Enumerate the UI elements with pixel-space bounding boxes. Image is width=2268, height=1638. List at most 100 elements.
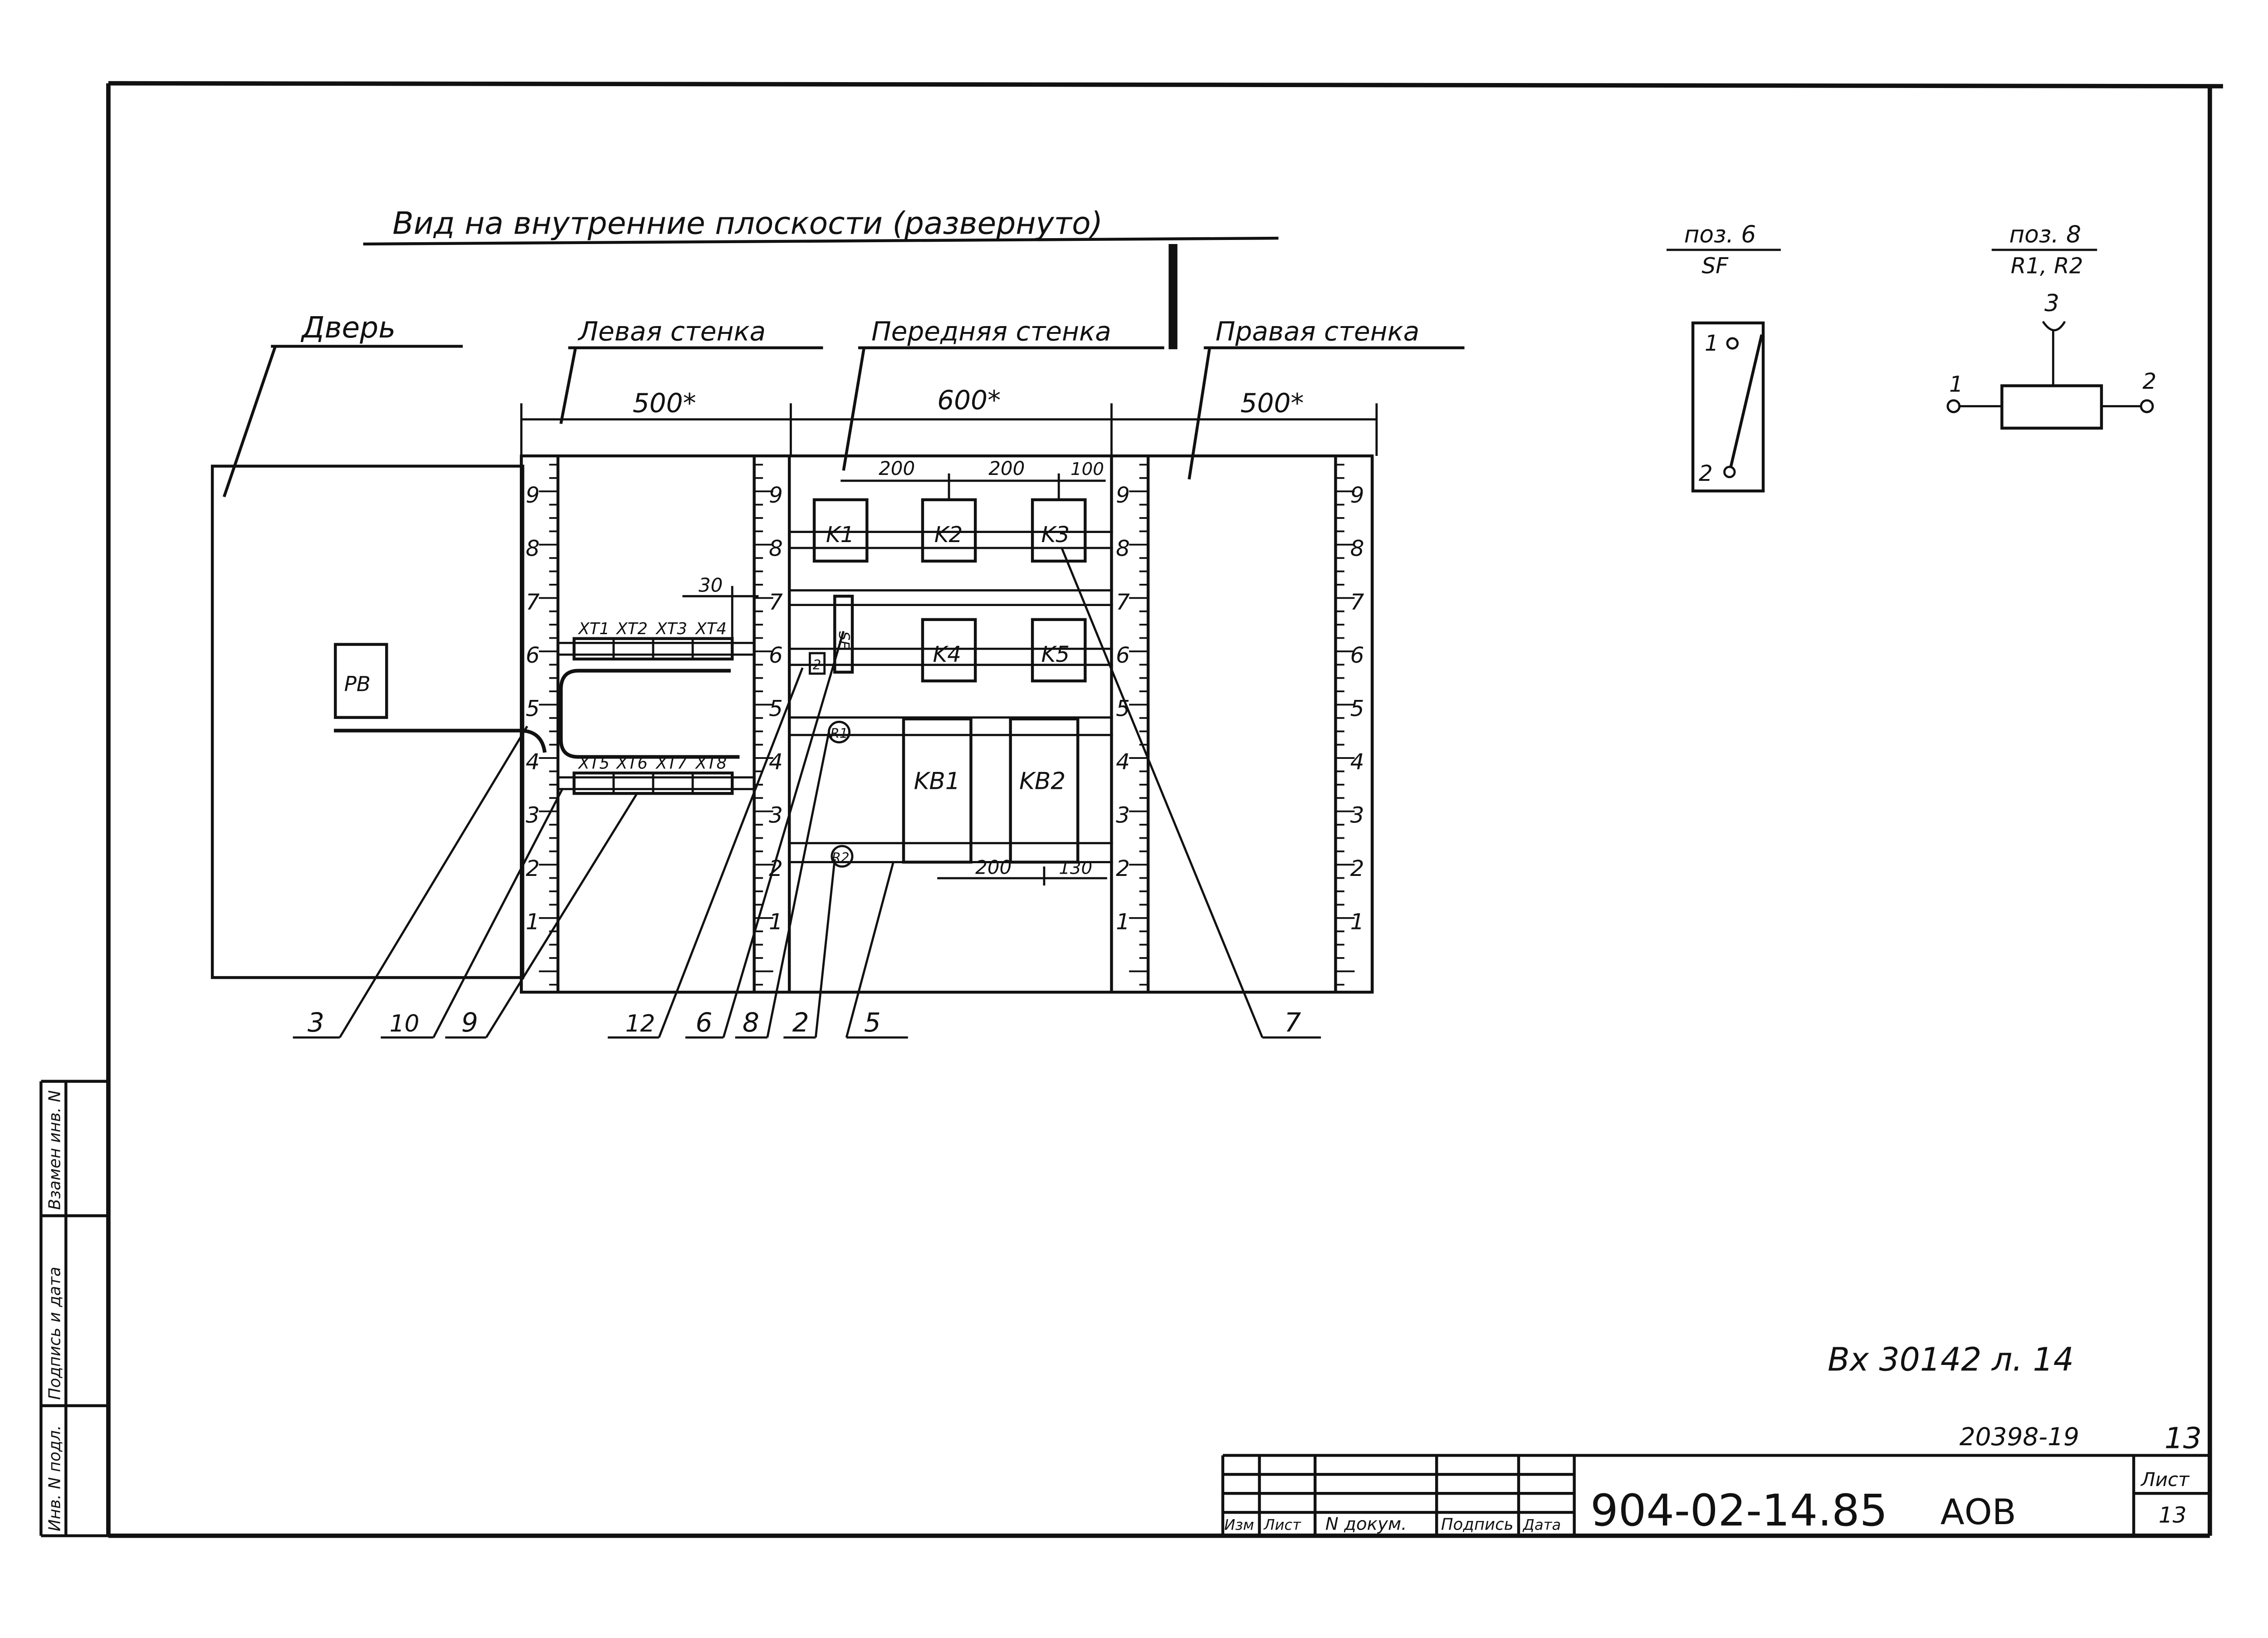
scale-mark-label: 6 bbox=[1350, 643, 1364, 668]
scale-mark-label: 1 bbox=[1116, 909, 1130, 935]
callout-6: 6 bbox=[696, 1007, 713, 1038]
legend-r-pin3: 3 bbox=[2044, 290, 2059, 317]
scale-mark-label: 3 bbox=[1350, 803, 1364, 828]
scale-mark-label: 3 bbox=[526, 803, 540, 828]
legend-r-pos: поз. 8 bbox=[2009, 221, 2081, 249]
relay-k5: K5 bbox=[1031, 618, 1087, 683]
wire-loop bbox=[559, 669, 740, 759]
xt3-label: XT3 bbox=[655, 620, 687, 638]
scale-mark-label: 1 bbox=[769, 909, 783, 935]
legend-r: поз. 8 R1, R2 3 1 2 bbox=[1946, 221, 2156, 430]
scale-mark-label: 6 bbox=[1116, 643, 1130, 668]
tb-col-list: Лист bbox=[1263, 1516, 1301, 1534]
callout-3: 3 bbox=[308, 1007, 324, 1038]
title-block: Изм Лист N докум. Подпись Дата 904-02-14… bbox=[1221, 1454, 2210, 1536]
tb-sheet-num: 13 bbox=[2159, 1503, 2187, 1528]
scale-mark-label: 1 bbox=[526, 909, 540, 935]
scale-mark-label: 9 bbox=[769, 483, 783, 508]
door-label: Дверь bbox=[300, 311, 396, 345]
section-labels: Дверь Левая стенка Передняя стенка Права… bbox=[222, 311, 1465, 498]
callout-12: 12 bbox=[626, 1010, 655, 1037]
xt-offset-dim: 30 bbox=[682, 574, 759, 637]
scale-mark-label: 1 bbox=[1350, 909, 1364, 935]
legend-r-pin1: 1 bbox=[1949, 372, 1963, 397]
scale-mark-label: 8 bbox=[1350, 536, 1364, 562]
xt4-label: XT4 bbox=[695, 620, 727, 638]
dim-xt-offset: 30 bbox=[699, 574, 723, 597]
tb-col-data: Дата bbox=[1522, 1516, 1561, 1534]
scale-mark-label: 8 bbox=[1116, 536, 1130, 562]
legend-sf-pin2: 2 bbox=[1699, 461, 1713, 486]
scale-mark-label: 7 bbox=[769, 589, 783, 615]
callout-2: 2 bbox=[792, 1007, 809, 1038]
tb-col-izm: Изм bbox=[1224, 1516, 1254, 1534]
xt7-label: XT7 bbox=[655, 754, 687, 773]
scale-mark-label: 8 bbox=[769, 536, 783, 562]
scale-mark-label: 5 bbox=[1350, 696, 1364, 721]
callout-9: 9 bbox=[461, 1007, 478, 1038]
scale-mark-label: 7 bbox=[1116, 589, 1130, 615]
right-wall-label: Правая стенка bbox=[1216, 316, 1420, 347]
legend-r-name: R1, R2 bbox=[2011, 253, 2083, 279]
scale-mark-label: 9 bbox=[1350, 483, 1364, 508]
sheet-ref: 20398-19 bbox=[1960, 1422, 2079, 1451]
breaker-sf: SF 2 bbox=[808, 595, 854, 675]
front-wall-label: Передняя стенка bbox=[871, 316, 1111, 347]
dim-kb-spacing-2: 130 bbox=[1059, 858, 1092, 878]
kb-spacing-dims: 200 130 bbox=[937, 856, 1107, 886]
dimension-row: 500* 600* 500* bbox=[520, 385, 1378, 456]
scale-mark-label: 6 bbox=[769, 643, 783, 668]
xt6-label: XT6 bbox=[616, 754, 648, 773]
side-stamp-inv: Инв. N подл. bbox=[45, 1425, 64, 1531]
tb-col-ndokum: N докум. bbox=[1325, 1514, 1407, 1535]
din-rails bbox=[558, 531, 1113, 863]
legend-sf: поз. 6 SF 1 2 bbox=[1667, 221, 1781, 493]
contactor-kb1: KB1 bbox=[902, 717, 973, 864]
callout-7: 7 bbox=[1284, 1007, 1301, 1038]
relay-k4: K4 bbox=[921, 618, 977, 683]
legend-r-pin2: 2 bbox=[2142, 369, 2156, 394]
dim-k-spacing-3: 100 bbox=[1070, 459, 1104, 479]
legend-sf-pos: поз. 6 bbox=[1684, 221, 1756, 249]
legend-sf-pin1: 1 bbox=[1705, 331, 1719, 356]
drawing-sheet-content: Вид на внутренние плоскости (развернуто)… bbox=[39, 81, 2223, 1538]
terminal-block-bottom: XT5 XT6 XT7 XT8 bbox=[572, 754, 734, 795]
scale-mark-label: 4 bbox=[526, 749, 540, 775]
side-stamp-vzamen: Взамен инв. N bbox=[45, 1090, 64, 1210]
xt8-label: XT8 bbox=[695, 754, 727, 773]
scale-mark-label: 9 bbox=[526, 483, 540, 508]
kb2-label: KB2 bbox=[1019, 768, 1066, 795]
side-stamp-podpis: Подпись и дата bbox=[45, 1267, 64, 1400]
tb-doc-code: 904-02-14.85 bbox=[1590, 1485, 1887, 1536]
callouts bbox=[293, 548, 1321, 1039]
dim-k-spacing-2: 200 bbox=[988, 457, 1025, 479]
scale-mark-label: 4 bbox=[1116, 749, 1130, 775]
callout-5: 5 bbox=[864, 1007, 881, 1038]
relay-k3: K3 bbox=[1031, 498, 1087, 563]
callout-10: 10 bbox=[390, 1010, 420, 1037]
scale-mark-label: 2 bbox=[1116, 856, 1130, 881]
scale-mark-label: 6 bbox=[526, 643, 540, 668]
relay-k1: K1 bbox=[812, 498, 869, 563]
scale-mark-label: 4 bbox=[769, 749, 783, 775]
scale-mark-label: 3 bbox=[769, 803, 783, 828]
dim-left-width: 500* bbox=[633, 387, 696, 418]
scale-mark-label: 5 bbox=[769, 696, 783, 721]
callout-8: 8 bbox=[743, 1007, 759, 1038]
drawing-title: Вид на внутренние плоскости (развернуто) bbox=[392, 205, 1103, 241]
title-mark bbox=[1168, 244, 1178, 349]
dim-kb-spacing-1: 200 bbox=[975, 856, 1012, 878]
k2-label: K2 bbox=[934, 522, 963, 548]
relay-k2: K2 bbox=[921, 498, 977, 563]
scale-mark-label: 3 bbox=[1116, 803, 1130, 828]
scale-mark-label: 9 bbox=[1116, 483, 1130, 508]
scale-mark-label: 5 bbox=[526, 696, 540, 721]
tb-section-code: АОВ bbox=[1941, 1492, 2016, 1533]
r1-label: R1 bbox=[831, 726, 848, 741]
scale-mark-label: 2 bbox=[1350, 856, 1364, 881]
scale-mark-label: 4 bbox=[1350, 749, 1364, 775]
dim-right-width: 500* bbox=[1241, 387, 1304, 418]
door-panel: PВ bbox=[210, 465, 547, 979]
k1-label: K1 bbox=[826, 522, 855, 548]
